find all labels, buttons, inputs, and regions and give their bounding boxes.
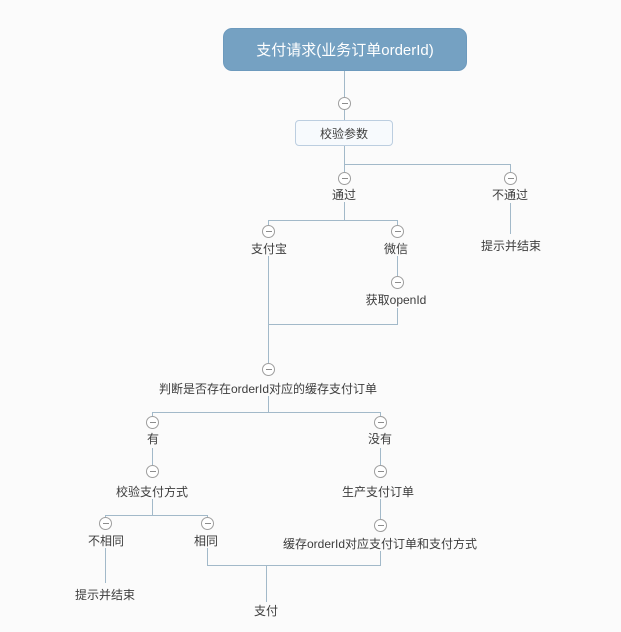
node-alipay[interactable]: 支付宝: [250, 242, 288, 256]
connector-line: [268, 324, 398, 325]
connector-line: [207, 548, 208, 565]
node-check-cached-order[interactable]: 判断是否存在orderId对应的缓存支付订单: [158, 382, 378, 396]
connector-line: [344, 146, 345, 164]
connector-line: [344, 164, 345, 172]
collapse-icon-fail[interactable]: [504, 172, 517, 185]
minus-icon: [377, 422, 384, 423]
connector-line: [397, 256, 398, 276]
minus-icon: [377, 525, 384, 526]
connector-line: [510, 203, 511, 234]
connector-line: [152, 412, 153, 416]
minus-icon: [394, 282, 401, 283]
connector-line: [510, 164, 511, 172]
minus-icon: [507, 178, 514, 179]
node-has-not[interactable]: 没有: [367, 432, 393, 446]
connector-line: [266, 565, 267, 602]
node-has[interactable]: 有: [146, 432, 160, 446]
node-not-same-end[interactable]: 提示并结束: [74, 588, 136, 602]
collapse-icon-alipay[interactable]: [262, 225, 275, 238]
collapse-icon-has-not[interactable]: [374, 416, 387, 429]
connector-line: [380, 448, 381, 465]
connector-line: [344, 164, 511, 165]
connector-line: [105, 515, 106, 517]
node-pay[interactable]: 支付: [253, 604, 279, 618]
node-fail[interactable]: 不通过: [491, 188, 529, 202]
node-get-openid[interactable]: 获取openId: [365, 293, 427, 307]
connector-line: [380, 412, 381, 416]
connector-line: [207, 515, 208, 517]
connector-line: [397, 308, 398, 324]
minus-icon: [377, 471, 384, 472]
collapse-icon-cache-pay-order[interactable]: [374, 519, 387, 532]
connector-line: [152, 412, 381, 413]
minus-icon: [149, 422, 156, 423]
connector-line: [344, 110, 345, 120]
minus-icon: [394, 231, 401, 232]
node-wechat[interactable]: 微信: [383, 242, 409, 256]
collapse-icon-not-same[interactable]: [99, 517, 112, 530]
connector-line: [344, 71, 345, 97]
connector-line: [397, 220, 398, 225]
collapse-icon-validate-params[interactable]: [338, 97, 351, 110]
collapse-icon-pass[interactable]: [338, 172, 351, 185]
collapse-icon-same[interactable]: [201, 517, 214, 530]
node-pass[interactable]: 通过: [331, 188, 357, 202]
minus-icon: [341, 178, 348, 179]
connector-line: [152, 448, 153, 465]
minus-icon: [265, 231, 272, 232]
node-same[interactable]: 相同: [193, 534, 219, 548]
connector-line: [380, 551, 381, 565]
minus-icon: [149, 471, 156, 472]
connector-line: [380, 499, 381, 519]
collapse-icon-wechat[interactable]: [391, 225, 404, 238]
node-verify-pay-method[interactable]: 校验支付方式: [115, 485, 189, 499]
connector-line: [207, 565, 381, 566]
node-validate-params[interactable]: 校验参数: [295, 120, 393, 146]
connector-line: [268, 220, 398, 221]
connector-line: [105, 515, 208, 516]
connector-line: [152, 499, 153, 515]
node-create-pay-order[interactable]: 生产支付订单: [341, 485, 415, 499]
collapse-icon-create-pay-order[interactable]: [374, 465, 387, 478]
collapse-icon-get-openid[interactable]: [391, 276, 404, 289]
collapse-icon-verify-pay-method[interactable]: [146, 465, 159, 478]
minus-icon: [341, 103, 348, 104]
node-fail-end[interactable]: 提示并结束: [480, 239, 542, 253]
connector-line: [344, 202, 345, 220]
collapse-icon-has[interactable]: [146, 416, 159, 429]
node-payment-request[interactable]: 支付请求(业务订单orderId): [223, 28, 467, 71]
connector-line: [268, 220, 269, 225]
minus-icon: [265, 369, 272, 370]
connector-line: [268, 396, 269, 412]
collapse-icon-check-cached-order[interactable]: [262, 363, 275, 376]
connector-line: [105, 548, 106, 583]
connector-line: [268, 256, 269, 363]
node-cache-pay-order[interactable]: 缓存orderId对应支付订单和支付方式: [282, 537, 478, 551]
minus-icon: [102, 523, 109, 524]
node-not-same[interactable]: 不相同: [87, 534, 125, 548]
minus-icon: [204, 523, 211, 524]
